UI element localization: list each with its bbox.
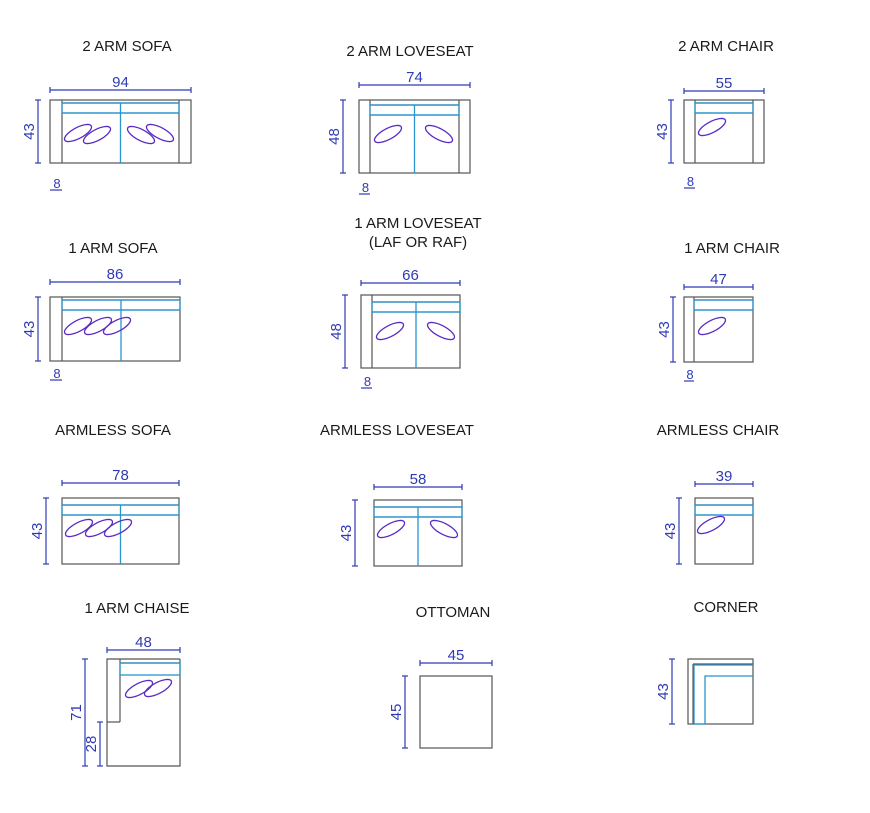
back-cushion <box>694 102 754 114</box>
piece-outline <box>683 99 765 164</box>
piece-title: 1 ARM CHAIR <box>684 240 780 257</box>
piece-title: ARMLESS CHAIR <box>657 422 780 439</box>
piece-1-arm-chaise: 1 ARM CHAISE 48 71 28 <box>68 600 190 767</box>
arm-width-label: 8 <box>364 374 371 389</box>
arm-width-label: 8 <box>362 180 369 195</box>
width-label: 94 <box>112 74 129 91</box>
pillow-icon <box>145 123 175 143</box>
depth-label: 45 <box>388 704 405 721</box>
piece-corner: CORNER 43 <box>655 599 759 725</box>
piece-title: 2 ARM CHAIR <box>678 38 774 55</box>
arm-length-label: 28 <box>83 736 100 753</box>
depth-label: 71 <box>68 704 85 721</box>
piece-title: 2 ARM LOVESEAT <box>346 43 473 60</box>
width-label: 66 <box>402 267 419 284</box>
piece-outline <box>360 294 461 369</box>
width-label: 45 <box>448 647 465 664</box>
piece-1-arm-loveseat: 1 ARM LOVESEAT (LAF OR RAF) 66 48 8 <box>328 215 482 389</box>
pillow-icon <box>64 518 94 538</box>
depth-label: 43 <box>338 525 355 542</box>
pillow-icon <box>376 519 406 539</box>
arm-width-label: 8 <box>687 174 694 189</box>
piece-outline <box>694 497 754 565</box>
width-label: 86 <box>107 266 124 283</box>
pillow-icon <box>84 518 114 538</box>
pillow-icon <box>429 519 459 539</box>
back-cushion <box>693 664 753 725</box>
width-label: 74 <box>406 69 423 86</box>
piece-armless-chair: ARMLESS CHAIR 39 43 <box>657 422 780 565</box>
width-label: 39 <box>716 468 733 485</box>
width-label: 78 <box>112 467 129 484</box>
piece-title: 1 ARM CHAISE <box>84 600 189 617</box>
width-label: 47 <box>710 271 727 288</box>
piece-title: OTTOMAN <box>416 604 491 621</box>
pillow-icon <box>143 678 173 698</box>
piece-2-arm-chair: 2 ARM CHAIR 55 43 8 <box>654 38 774 189</box>
depth-label: 43 <box>29 523 46 540</box>
pillow-icon <box>697 117 727 137</box>
depth-label: 43 <box>655 683 672 700</box>
piece-outline <box>49 296 181 362</box>
piece-2-arm-sofa: 2 ARM SOFA 94 43 8 <box>21 38 192 191</box>
back-cushion <box>119 662 181 676</box>
piece-title: ARMLESS SOFA <box>55 422 171 439</box>
piece-title: CORNER <box>693 599 758 616</box>
piece-2-arm-loveseat: 2 ARM LOVESEAT 74 48 8 <box>326 43 474 195</box>
piece-1-arm-chair: 1 ARM CHAIR 47 43 8 <box>656 240 780 382</box>
width-label: 55 <box>716 75 733 92</box>
back-cushion <box>693 299 754 311</box>
pillow-icon <box>83 316 113 336</box>
depth-label: 43 <box>662 523 679 540</box>
piece-title: 2 ARM SOFA <box>82 38 171 55</box>
piece-title: 1 ARM LOVESEAT <box>354 215 481 232</box>
arm-width-label: 8 <box>53 176 60 191</box>
pillow-icon <box>63 123 93 143</box>
piece-armless-sofa: ARMLESS SOFA 78 43 <box>29 422 180 565</box>
pillow-icon <box>696 515 726 535</box>
pillow-icon <box>126 125 156 145</box>
depth-label: 43 <box>654 123 671 140</box>
pillow-icon <box>426 321 456 341</box>
piece-subtitle: (LAF OR RAF) <box>369 234 467 251</box>
depth-label: 48 <box>326 128 343 145</box>
arm-width-label: 8 <box>686 367 693 382</box>
pillow-icon <box>63 316 93 336</box>
arm-width-label: 8 <box>53 366 60 381</box>
back-cushion <box>694 504 754 516</box>
piece-title: 1 ARM SOFA <box>68 240 157 257</box>
piece-outline <box>687 658 754 725</box>
width-label: 58 <box>410 471 427 488</box>
piece-armless-loveseat: ARMLESS LOVESEAT 58 43 <box>320 422 474 567</box>
depth-label: 43 <box>656 321 673 338</box>
piece-1-arm-sofa: 1 ARM SOFA 86 43 8 <box>21 240 181 381</box>
depth-label: 48 <box>328 323 345 340</box>
piece-outline <box>106 658 181 767</box>
piece-outline <box>419 675 493 749</box>
depth-label: 43 <box>21 321 38 338</box>
piece-ottoman: OTTOMAN 45 45 <box>388 604 493 749</box>
depth-label: 43 <box>21 123 38 140</box>
pillow-icon <box>102 316 132 336</box>
pillow-icon <box>373 124 403 144</box>
pillow-icon <box>697 316 727 336</box>
piece-title: ARMLESS LOVESEAT <box>320 422 474 439</box>
width-label: 48 <box>135 634 152 651</box>
piece-outline <box>683 296 754 363</box>
pillow-icon <box>375 321 405 341</box>
pillow-icon <box>82 125 112 145</box>
pillow-icon <box>124 679 154 699</box>
pillow-icon <box>103 518 133 538</box>
pillow-icon <box>424 124 454 144</box>
